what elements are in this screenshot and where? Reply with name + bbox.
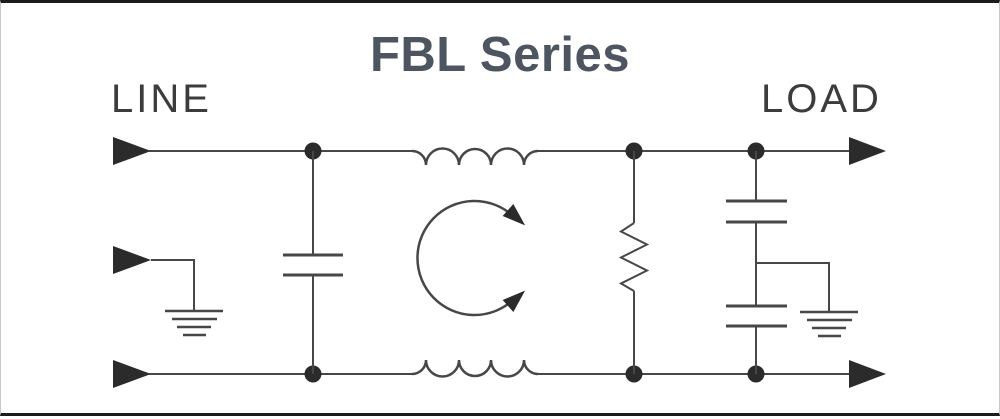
flux-arrowhead-bottom-icon (502, 290, 526, 312)
line-label: LINE (111, 77, 212, 121)
damping-resistor (618, 151, 650, 374)
x-capacitor (283, 151, 343, 374)
y-capacitor-leg (726, 151, 858, 374)
top-rail (113, 137, 886, 166)
left-ground-branch (113, 246, 223, 337)
bottom-rail (113, 359, 886, 388)
load-label: LOAD (761, 77, 882, 121)
earth-ground-right-icon (800, 310, 858, 338)
line-arrow-top-icon (113, 137, 151, 165)
figure-title: FBL Series (369, 28, 631, 82)
resistor-zigzag-icon (618, 222, 650, 292)
right-ground-wire (756, 262, 830, 311)
earth-ground-left-icon (165, 309, 223, 337)
flux-arc (416, 199, 514, 317)
load-arrow-bottom-icon (849, 360, 886, 388)
line-arrow-bottom-icon (113, 360, 151, 388)
left-ground-wire (151, 259, 195, 310)
choke-top-winding-icon (411, 147, 539, 166)
load-arrow-top-icon (849, 137, 886, 165)
chassis-arrow-left-icon (113, 246, 151, 274)
flux-arrowhead-top-icon (502, 204, 526, 226)
flux-circulation-arrow-icon (416, 199, 526, 317)
choke-bottom-winding-icon (411, 359, 539, 378)
schematic-svg (113, 137, 886, 388)
